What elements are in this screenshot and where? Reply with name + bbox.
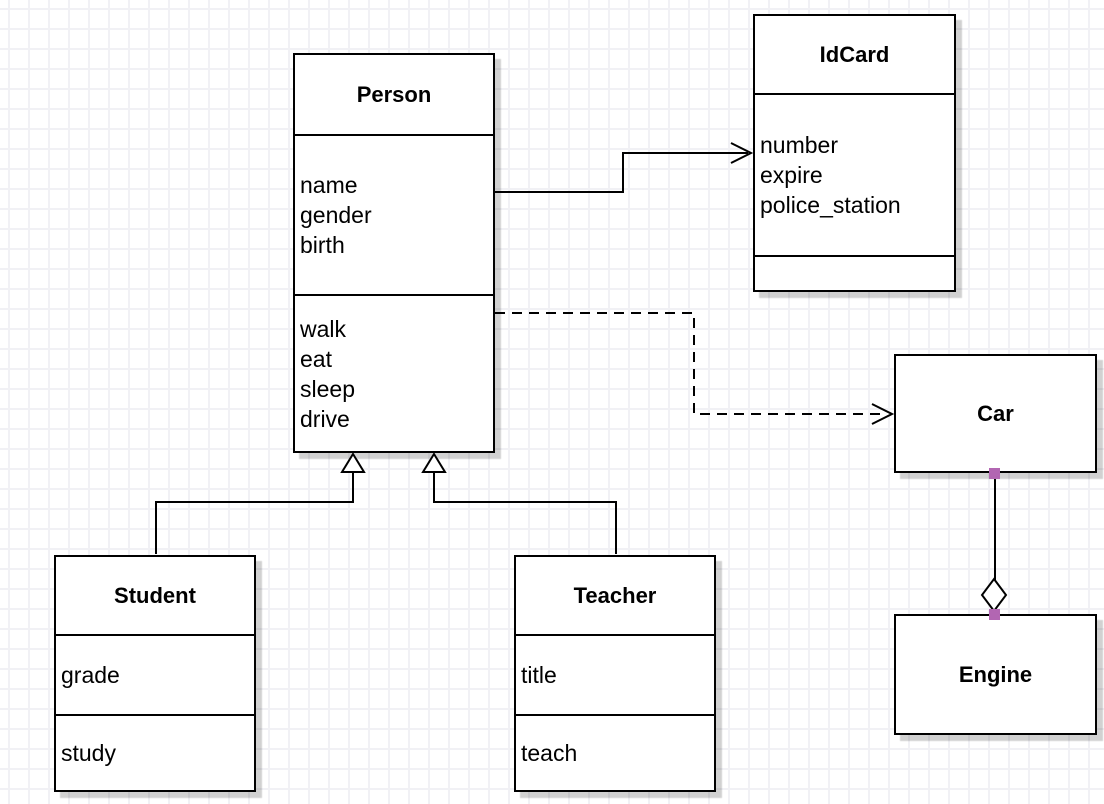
open-arrowhead — [730, 142, 754, 164]
class-student-methods: study — [56, 714, 254, 790]
class-car[interactable]: Car — [894, 354, 1097, 473]
connection-handle[interactable] — [989, 468, 1000, 479]
class-idcard-title: IdCard — [819, 41, 890, 67]
class-student[interactable]: Student grade study — [54, 555, 256, 792]
edge-person-car[interactable] — [495, 312, 895, 425]
method: study — [61, 740, 116, 766]
class-person-title: Person — [356, 81, 432, 107]
edge-teacher-person[interactable] — [421, 452, 617, 554]
connection-handle[interactable] — [989, 609, 1000, 620]
class-idcard[interactable]: IdCard number expire police_station — [753, 14, 956, 292]
class-teacher[interactable]: Teacher title teach — [514, 555, 716, 792]
class-person-methods: walk eat sleep drive — [295, 294, 493, 451]
class-idcard-attributes: number expire police_station — [755, 93, 954, 255]
attribute: gender — [300, 202, 372, 228]
aggregation-diamond — [980, 577, 1008, 613]
attribute: grade — [61, 662, 120, 688]
class-engine[interactable]: Engine — [894, 614, 1097, 735]
class-idcard-methods — [755, 255, 954, 290]
method: sleep — [300, 375, 355, 402]
class-engine-title: Engine — [958, 661, 1033, 687]
attribute: police_station — [760, 192, 901, 218]
class-person[interactable]: Person name gender birth walk eat sleep … — [293, 53, 495, 453]
attribute: birth — [300, 232, 345, 258]
edge-person-idcard[interactable] — [494, 142, 754, 193]
class-student-title: Student — [114, 582, 196, 608]
attribute: number — [760, 132, 838, 158]
method: walk — [300, 315, 347, 342]
attribute: expire — [760, 162, 823, 188]
edge-car-engine[interactable] — [980, 468, 1008, 620]
method: drive — [300, 405, 350, 432]
class-person-attributes: name gender birth — [295, 134, 493, 294]
class-teacher-attributes: title — [516, 634, 714, 714]
class-teacher-methods: teach — [516, 714, 714, 790]
inheritance-triangle — [421, 452, 447, 473]
class-student-attributes: grade — [56, 634, 254, 714]
class-teacher-title: Teacher — [573, 582, 657, 608]
class-car-title: Car — [977, 400, 1014, 426]
attribute: name — [300, 172, 358, 198]
method: eat — [300, 345, 332, 372]
attribute: title — [521, 662, 557, 688]
open-arrowhead — [871, 403, 895, 425]
inheritance-triangle — [340, 452, 366, 473]
edge-student-person[interactable] — [155, 452, 366, 554]
method: teach — [521, 740, 578, 766]
